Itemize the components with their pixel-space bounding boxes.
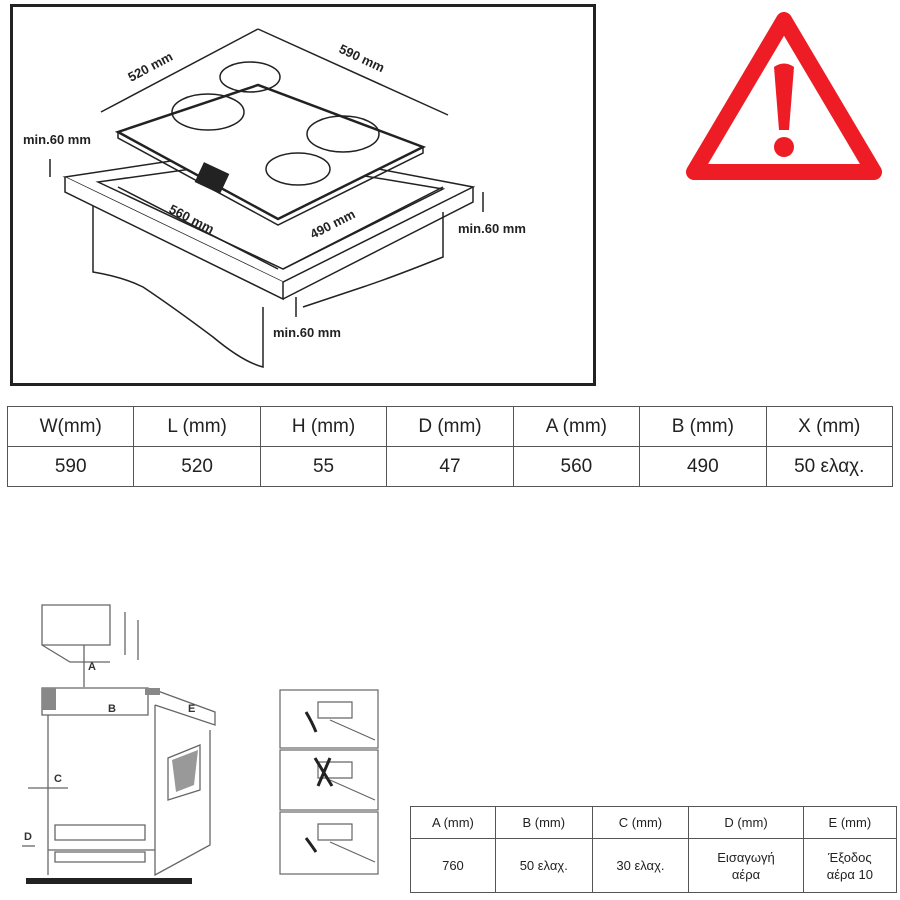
value-l: 520 (133, 446, 261, 487)
min-distance-right-label: min.60 mm (458, 221, 526, 236)
header-w: W(mm) (6, 406, 135, 447)
label-c: C (54, 773, 62, 785)
value-w: 590 (6, 446, 135, 487)
value-a: 760 (410, 838, 496, 893)
table-header-row: A (mm) B (mm) C (mm) D (mm) E (mm) (410, 806, 898, 839)
value-b: 50 ελαχ. (494, 838, 593, 893)
min-distance-left-label: min.60 mm (23, 132, 91, 147)
hob-cutout-diagram: 520 mm 590 mm 560 mm 490 mm min.60 mm mi… (10, 4, 596, 386)
dimensions-table: W(mm) L (mm) H (mm) D (mm) A (mm) B (mm)… (6, 406, 894, 487)
value-h: 55 (259, 446, 388, 487)
installation-clearance-diagram: A B C D E (0, 590, 390, 890)
table-row: 590 520 55 47 560 490 50 ελαχ. (6, 446, 894, 487)
header-e: E (mm) (802, 806, 898, 839)
header-l: L (mm) (133, 406, 261, 447)
header-d: D (mm) (688, 806, 804, 839)
label-e: E (188, 703, 195, 715)
hob-diagram-drawing: 520 mm 590 mm 560 mm 490 mm min.60 mm mi… (23, 28, 526, 368)
ventilation-detail-panels (279, 689, 379, 875)
value-d: 47 (386, 446, 514, 487)
header-c: C (mm) (591, 806, 690, 839)
value-b: 490 (639, 446, 767, 487)
value-x: 50 ελαχ. (765, 446, 894, 487)
label-b: B (108, 703, 116, 715)
value-c: 30 ελαχ. (591, 838, 690, 893)
label-a: A (88, 661, 96, 673)
table-header-row: W(mm) L (mm) H (mm) D (mm) A (mm) B (mm)… (6, 406, 894, 447)
length-dimension-label: 520 mm (125, 49, 175, 85)
value-a: 560 (512, 446, 641, 487)
header-b: B (mm) (639, 406, 767, 447)
warning-triangle-icon (686, 12, 882, 182)
header-a: A (mm) (512, 406, 641, 447)
width-dimension-label: 590 mm (337, 41, 387, 75)
label-d: D (24, 831, 32, 843)
header-x: X (mm) (765, 406, 894, 447)
header-a: A (mm) (410, 806, 496, 839)
header-b: B (mm) (494, 806, 593, 839)
header-h: H (mm) (259, 406, 388, 447)
header-d: D (mm) (386, 406, 514, 447)
clearance-table: A (mm) B (mm) C (mm) D (mm) E (mm) 760 5… (410, 806, 898, 893)
min-distance-front-label: min.60 mm (273, 325, 341, 340)
